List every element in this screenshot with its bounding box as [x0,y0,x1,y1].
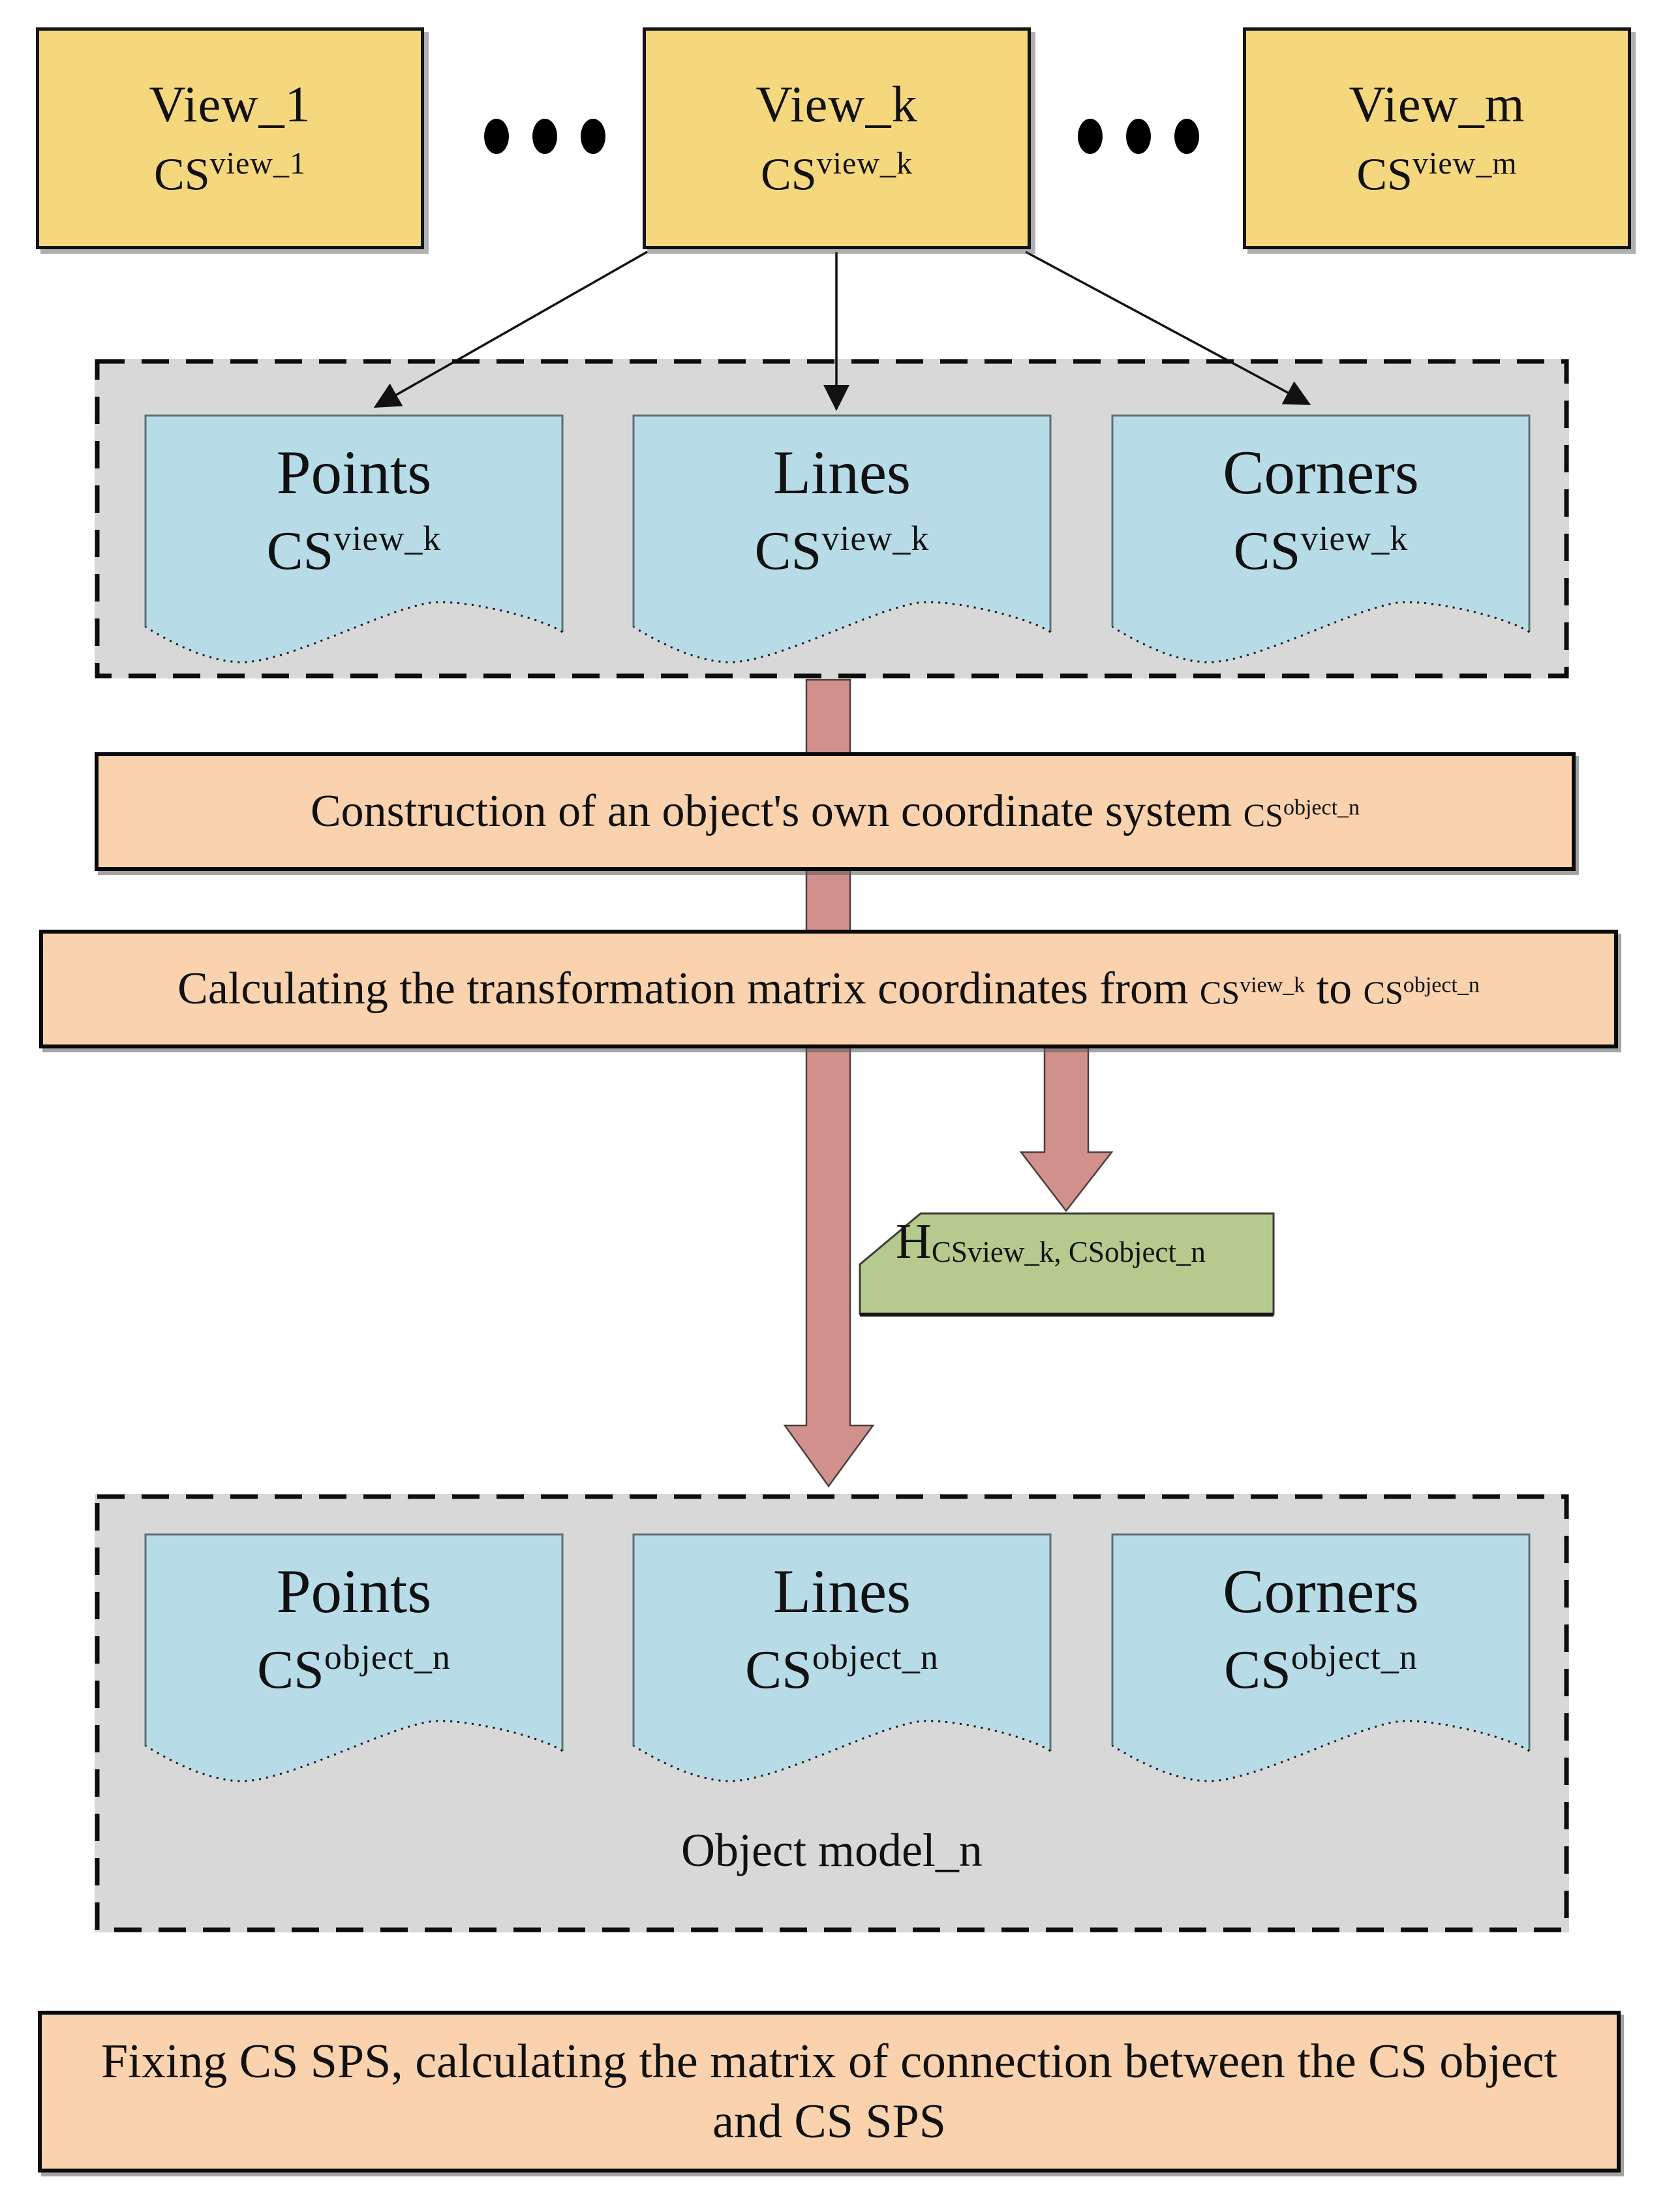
cs-term: CSobject_n [1363,973,1480,1011]
dot-icon [1078,119,1103,154]
view-box-k: View_k CSview_k [643,27,1031,249]
h-matrix-card: HCSview_k, CSobject_n [858,1212,1275,1318]
card-shape-icon [859,1212,1275,1317]
document-lines-view: Lines CSview_k [632,414,1052,675]
banner-text: to [1305,964,1364,1014]
document-points-object: Points CSobject_n [144,1533,564,1794]
document-shape-icon [632,414,1052,663]
ellipsis-icon [1078,119,1199,154]
view-title: View_1 [149,76,311,133]
view-box-1: View_1 CSview_1 [36,27,424,249]
doc-label: Points [276,438,432,507]
doc-cs: CSview_k [266,519,442,581]
object-model-container: Points CSobject_n Lines CSobject_n C [95,1494,1569,1932]
dot-icon [581,119,605,154]
banner-text-line2: and CS SPS [712,2095,946,2148]
document-shape-icon [1111,414,1531,663]
document-shape-icon [1111,1533,1531,1782]
dot-icon [532,119,557,154]
document-shape-icon [144,1533,564,1782]
banner-text-line1: Fixing CS SPS, calculating the matrix of… [101,2034,1557,2088]
banner-fixing: Fixing CS SPS, calculating the matrix of… [38,2011,1621,2173]
doc-cs: CSview_k [1233,519,1409,581]
document-points-view: Points CSview_k [144,414,564,675]
doc-label: Lines [772,438,911,507]
banner-text: Calculating the transformation matrix co… [177,964,1200,1014]
flow-arrow-branch-icon [1019,1046,1114,1213]
document-lines-object: Lines CSobject_n [632,1533,1052,1794]
dashed-border-icon [95,1494,1569,1932]
view-box-m: View_m CSview_m [1243,27,1631,249]
doc-cs: CSview_k [754,519,930,581]
cs-term: CSobject_n [1243,795,1360,833]
dot-icon [1126,119,1151,154]
doc-label: Corners [1223,1557,1419,1626]
doc-cs: CSobject_n [257,1638,451,1700]
document-shape-icon [144,414,564,663]
document-corners-object: Corners CSobject_n [1111,1533,1531,1794]
document-corners-view: Corners CSview_k [1111,414,1531,675]
dashed-border-icon [95,359,1569,679]
cs-term: CSview_k [1199,973,1306,1011]
view-cs: CSview_m [1356,146,1518,200]
doc-cs: CSobject_n [745,1638,939,1700]
view-features-container: Points CSview_k Lines CSview_k Corne [95,359,1569,679]
view-cs: CSview_k [761,146,913,200]
view-title: View_m [1349,76,1525,133]
dot-icon [1174,119,1199,154]
object-model-label: Object model_n [681,1824,983,1876]
view-title: View_k [756,76,918,133]
view-cs: CSview_1 [154,146,306,200]
doc-cs: CSobject_n [1224,1638,1418,1700]
h-matrix-label: HCSview_k, CSobject_n [896,1214,1206,1269]
doc-label: Points [276,1557,432,1626]
doc-label: Corners [1223,438,1419,507]
dot-icon [484,119,509,154]
ellipsis-icon [484,119,605,154]
banner-text: Construction of an object's own coordina… [310,786,1244,836]
banner-transformation: Calculating the transformation matrix co… [39,930,1618,1048]
banner-construction: Construction of an object's own coordina… [95,752,1576,871]
doc-label: Lines [772,1557,911,1626]
document-shape-icon [632,1533,1052,1782]
